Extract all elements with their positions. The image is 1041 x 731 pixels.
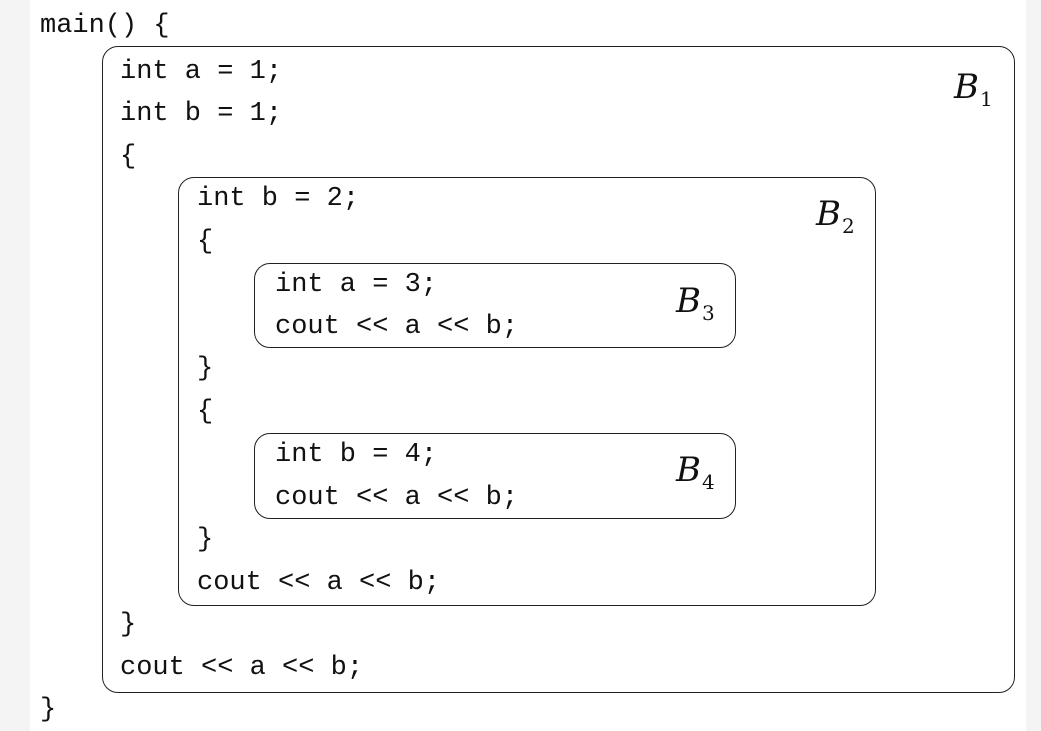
- code-line: {: [197, 397, 214, 427]
- code-line: {: [120, 142, 137, 172]
- code-line: {: [197, 227, 214, 257]
- code-line: cout << a << b;: [197, 568, 441, 598]
- block-b2-box: [178, 177, 876, 606]
- block-b4-box: [254, 433, 736, 519]
- code-line: }: [120, 610, 137, 640]
- code-line: main() {: [40, 11, 170, 41]
- code-line: int b = 2;: [197, 184, 360, 214]
- block-b3-label: B3: [676, 281, 715, 325]
- code-line: int a = 3;: [275, 270, 438, 300]
- block-b3-box: [254, 263, 736, 348]
- diagram-canvas: B1 B2 B3 B4 main() { int a = 1; int b = …: [30, 0, 1026, 731]
- code-line: int b = 1;: [120, 99, 283, 129]
- code-line: int a = 1;: [120, 57, 283, 87]
- code-line: int b = 4;: [275, 440, 438, 470]
- block-b1-label: B1: [954, 67, 993, 111]
- code-line: cout << a << b;: [275, 483, 519, 513]
- code-line: }: [40, 695, 57, 725]
- code-line: }: [197, 354, 214, 384]
- block-b2-label: B2: [816, 194, 855, 238]
- block-b4-label: B4: [676, 450, 715, 494]
- code-line: }: [197, 525, 214, 555]
- code-line: cout << a << b;: [120, 653, 364, 683]
- block-b1-box: [102, 46, 1015, 693]
- code-line: cout << a << b;: [275, 312, 519, 342]
